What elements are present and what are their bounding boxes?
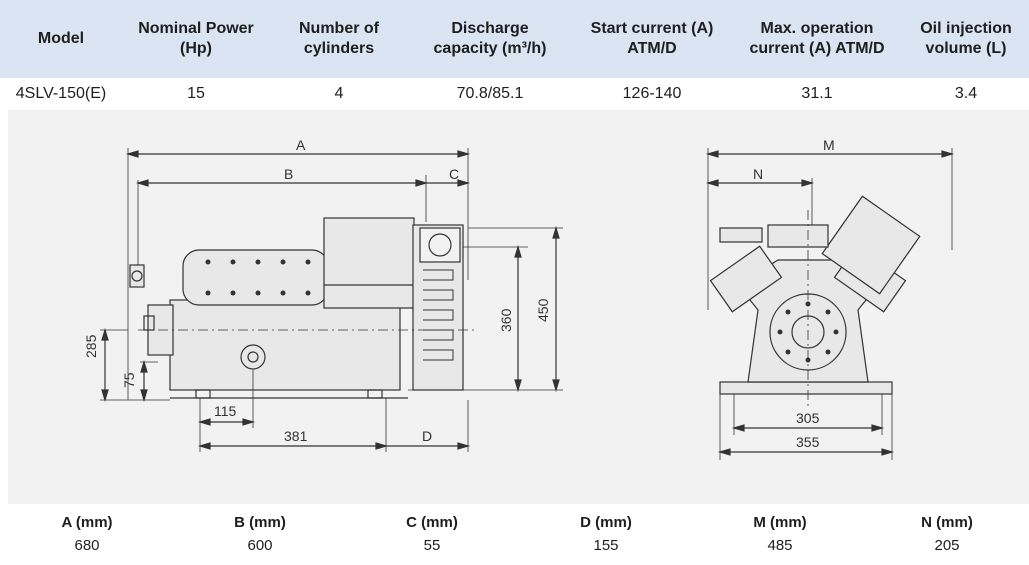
dim-label-360: 360 <box>498 308 514 332</box>
compressor-drawing-svg: A B C <box>83 137 955 460</box>
header-cylinders: Number of cylinders <box>299 20 379 57</box>
dim-label-355: 355 <box>796 434 820 450</box>
dim-header-n: N (mm) <box>921 514 973 531</box>
dim-header-c: C (mm) <box>406 514 458 531</box>
header-discharge-capacity: Discharge capacity (m³/h) <box>433 20 547 57</box>
dim-label-n: N <box>753 166 763 182</box>
dim-value-m: 485 <box>767 537 793 554</box>
cell-nominal-power: 15 <box>187 85 205 102</box>
dim-header-m: M (mm) <box>753 514 807 531</box>
dim-value-b: 600 <box>247 537 273 554</box>
cell-max-current: 31.1 <box>801 85 833 102</box>
dim-label-285: 285 <box>83 334 99 358</box>
dim-label-m: M <box>823 137 835 153</box>
cell-discharge-capacity: 70.8/85.1 <box>456 85 524 102</box>
header-start-current: Start current (A) ATM/D <box>590 20 714 57</box>
header-nominal-power: Nominal Power (Hp) <box>138 20 254 57</box>
dim-value-n: 205 <box>934 537 960 554</box>
cell-cylinders: 4 <box>334 85 344 102</box>
spec-table-header: Model Nominal Power (Hp) Number of cylin… <box>0 0 1029 78</box>
cell-oil-volume: 3.4 <box>954 85 978 102</box>
header-max-current: Max. operation current (A) ATM/D <box>749 20 885 57</box>
front-view: M N <box>705 137 955 460</box>
dim-label-a: A <box>296 137 306 153</box>
dim-value-d: 155 <box>593 537 619 554</box>
cell-model: 4SLV-150(E) <box>15 85 107 102</box>
dim-label-75: 75 <box>121 372 137 388</box>
side-view: A B C <box>83 137 563 452</box>
dim-label-450: 450 <box>535 298 551 322</box>
dim-label-381: 381 <box>284 428 308 444</box>
dim-header-d: D (mm) <box>580 514 632 531</box>
dim-label-d: D <box>422 428 432 444</box>
dim-value-c: 55 <box>423 537 441 554</box>
technical-drawing: A B C <box>8 110 1029 504</box>
cell-start-current: 126-140 <box>622 85 682 102</box>
dim-header-b: B (mm) <box>234 514 286 531</box>
dim-label-b: B <box>284 166 293 182</box>
dim-label-305: 305 <box>796 410 820 426</box>
dim-value-a: 680 <box>74 537 100 554</box>
spec-table-row: 4SLV-150(E) 15 4 70.8/85.1 126-140 31.1 … <box>0 78 1029 110</box>
header-oil-volume: Oil injection volume (L) <box>920 20 1012 57</box>
dim-label-c: C <box>449 166 459 182</box>
dim-label-115: 115 <box>214 403 237 419</box>
dim-header-a: A (mm) <box>61 514 113 531</box>
header-model: Model <box>37 30 85 47</box>
